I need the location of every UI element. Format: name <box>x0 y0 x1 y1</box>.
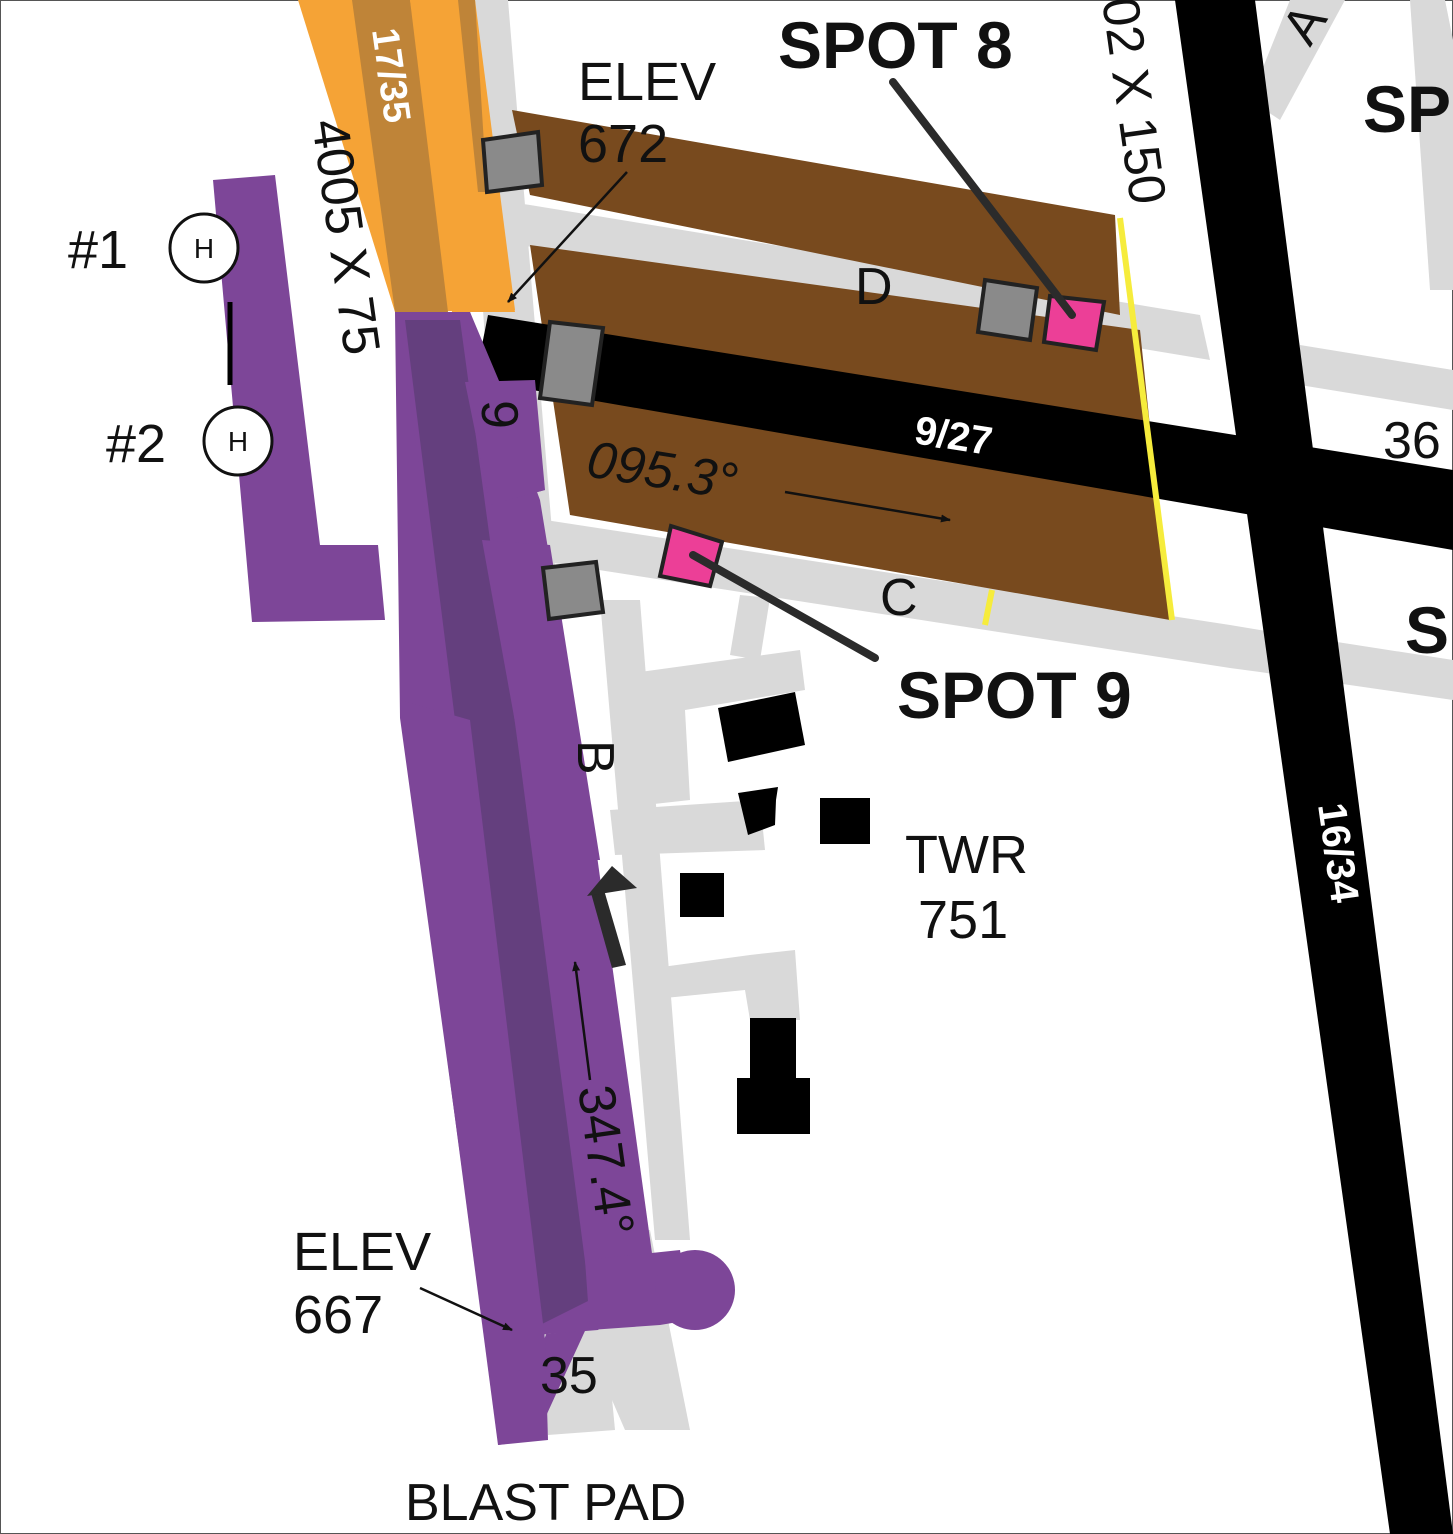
helipad-1-symbol: H <box>194 233 214 264</box>
blast-pad-label: BLAST PAD <box>405 1474 686 1532</box>
taxiway-label-c: C <box>880 569 918 627</box>
heading-17-35-arrow <box>572 961 592 1081</box>
spot-8-label: SPOT 8 <box>778 8 1013 82</box>
taxiway-east-edge <box>1410 0 1453 290</box>
elev-north-value: 672 <box>578 114 668 174</box>
structures <box>480 129 1040 622</box>
taxiway-connector-1 <box>730 595 770 660</box>
hold-lines <box>982 217 1175 626</box>
building-3 <box>820 798 870 844</box>
helipad-2-label: #2 <box>106 414 166 474</box>
helipad-2-symbol: H <box>228 426 248 457</box>
runway-17-35-north <box>298 0 515 312</box>
heading-9-27-arrow <box>784 490 951 523</box>
helipad-2-icon <box>202 405 274 477</box>
elev-south-arrow <box>419 1286 513 1332</box>
structure-1 <box>480 129 545 195</box>
elev-north-arrow <box>507 171 628 303</box>
building-5 <box>750 1018 796 1078</box>
elev-south-label: ELEV <box>293 1222 431 1282</box>
taxiway-d-east <box>1300 345 1453 410</box>
runway-end-35: 35 <box>540 1347 598 1405</box>
spot-9-leader <box>689 551 879 662</box>
spot-edge-lower-label: S <box>1405 593 1449 667</box>
taxiway-ramp-3 <box>640 950 800 1020</box>
building-2 <box>738 787 778 835</box>
spot-8-marker <box>1041 293 1107 353</box>
helipad-1: H #1 <box>68 212 240 284</box>
runway-16-34 <box>1175 0 1453 1534</box>
spot-8-leader <box>889 78 1076 319</box>
tower-label: TWR <box>905 825 1028 885</box>
helipad-1-label: #1 <box>68 220 128 280</box>
taxiway-label-d: D <box>855 258 893 316</box>
leader-lines <box>689 78 1076 662</box>
helipad-1-icon <box>168 212 240 284</box>
helipad-2: H #2 <box>106 405 274 477</box>
taxiway-label-b: B <box>566 740 624 775</box>
runway-16-34-cross-label: 36 <box>1383 412 1441 470</box>
building-1 <box>718 692 805 762</box>
structure-3 <box>975 277 1040 343</box>
structure-2 <box>537 319 606 408</box>
structure-4 <box>540 559 606 622</box>
hold-line-c <box>982 589 995 626</box>
spot-edge-upper-label: SP <box>1363 72 1451 146</box>
ramp-north <box>512 110 1120 315</box>
runway-9-27 <box>475 315 1453 550</box>
spot-9-label: SPOT 9 <box>897 658 1132 732</box>
taxiway-ramp-2 <box>610 800 765 855</box>
taxiway-b-south <box>600 600 690 1240</box>
elev-north-label: ELEV <box>578 52 716 112</box>
building-6 <box>737 1078 810 1134</box>
direction-arrow <box>587 866 637 968</box>
taxiway-ramp-1 <box>640 650 805 805</box>
building-4 <box>680 873 724 917</box>
tower-elevation: 751 <box>918 890 1008 950</box>
runway-end-9: 9 <box>470 400 528 429</box>
elev-south-value: 667 <box>293 1285 383 1345</box>
buildings <box>680 692 870 1134</box>
taxiway-a-north <box>1250 0 1345 120</box>
hold-line-east <box>1117 217 1175 621</box>
